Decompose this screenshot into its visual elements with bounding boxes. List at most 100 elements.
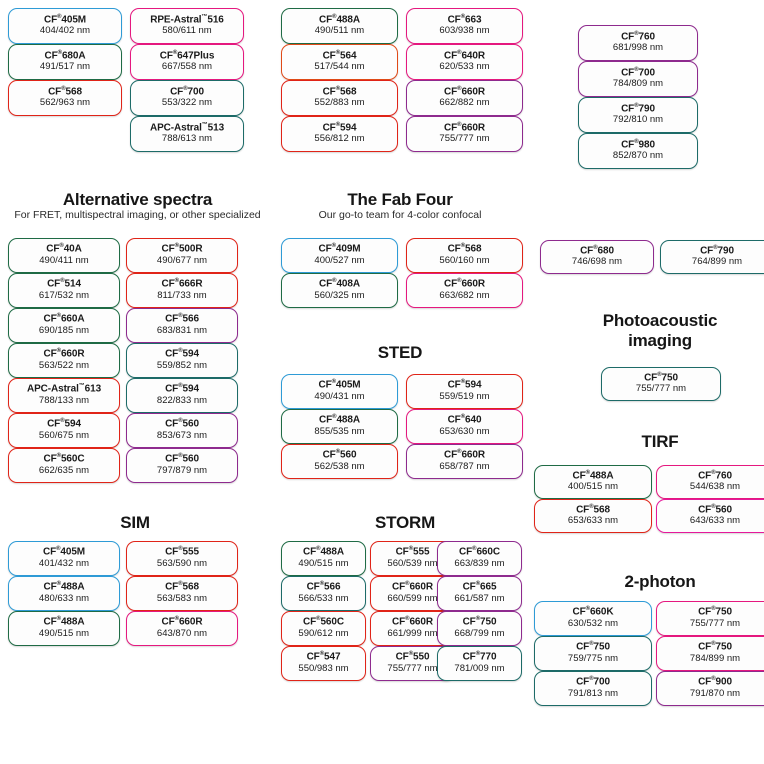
trademark-mark: ®: [634, 66, 639, 73]
dye-spectra: 566/533 nm: [298, 592, 349, 604]
section-title-sim: SIM: [120, 513, 150, 532]
dye-spectra: 560/539 nm: [387, 557, 438, 569]
dye-name: CF®640R: [444, 49, 485, 62]
trademark-mark: ®: [319, 581, 325, 588]
dye-code: 750: [480, 616, 497, 628]
dye-spectra: 562/538 nm: [314, 460, 365, 472]
trademark-mark: ®: [60, 278, 65, 285]
dye-name: CF®660R: [392, 581, 433, 593]
dye-spectra: 764/899 nm: [691, 256, 743, 268]
trademark-mark: ®: [174, 278, 179, 285]
trademark-mark: ®: [56, 348, 61, 355]
dye-spectra: 811/733 nm: [157, 289, 207, 301]
dye-spectra: 490/677 nm: [156, 254, 208, 266]
dye-code: 566: [324, 581, 341, 593]
dye-name: CF®660K: [572, 606, 614, 618]
trademark-mark: ®: [56, 581, 61, 588]
dye-code: 750: [593, 641, 610, 653]
dye-name: CF®488A: [319, 13, 360, 26]
trademark-mark: ®: [634, 138, 639, 145]
dye-code: 555: [182, 546, 199, 558]
dye-spectra: 661/999 nm: [387, 627, 438, 639]
dye-name: CF®566: [165, 313, 199, 325]
trademark-mark: ®: [183, 85, 188, 92]
dye-name: CF®660R: [161, 616, 203, 628]
dye-spectra: 560/675 nm: [38, 429, 90, 441]
dye-spectra: 852/870 nm: [612, 150, 664, 162]
trademark-mark: ®: [460, 13, 466, 20]
dye-name: CF®660R: [392, 616, 433, 628]
